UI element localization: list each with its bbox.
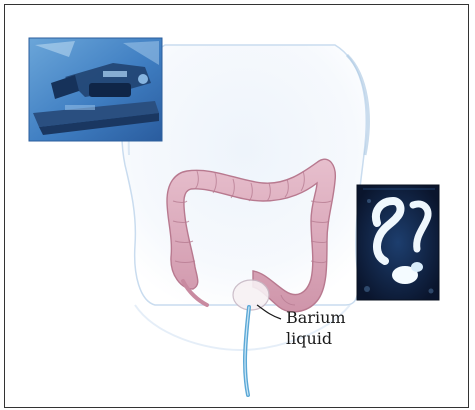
barium-liquid-label: Barium liquid bbox=[286, 307, 346, 349]
colon-xray-icon bbox=[357, 185, 439, 300]
annotation-leader-line bbox=[257, 305, 281, 319]
label-line-2: liquid bbox=[286, 328, 346, 349]
label-line-1: Barium bbox=[286, 307, 346, 328]
xray-table-icon bbox=[29, 38, 162, 141]
barium-tube-icon bbox=[245, 307, 249, 395]
diagram-frame: Barium liquid bbox=[4, 4, 469, 408]
barium-enema-illustration bbox=[5, 5, 469, 408]
